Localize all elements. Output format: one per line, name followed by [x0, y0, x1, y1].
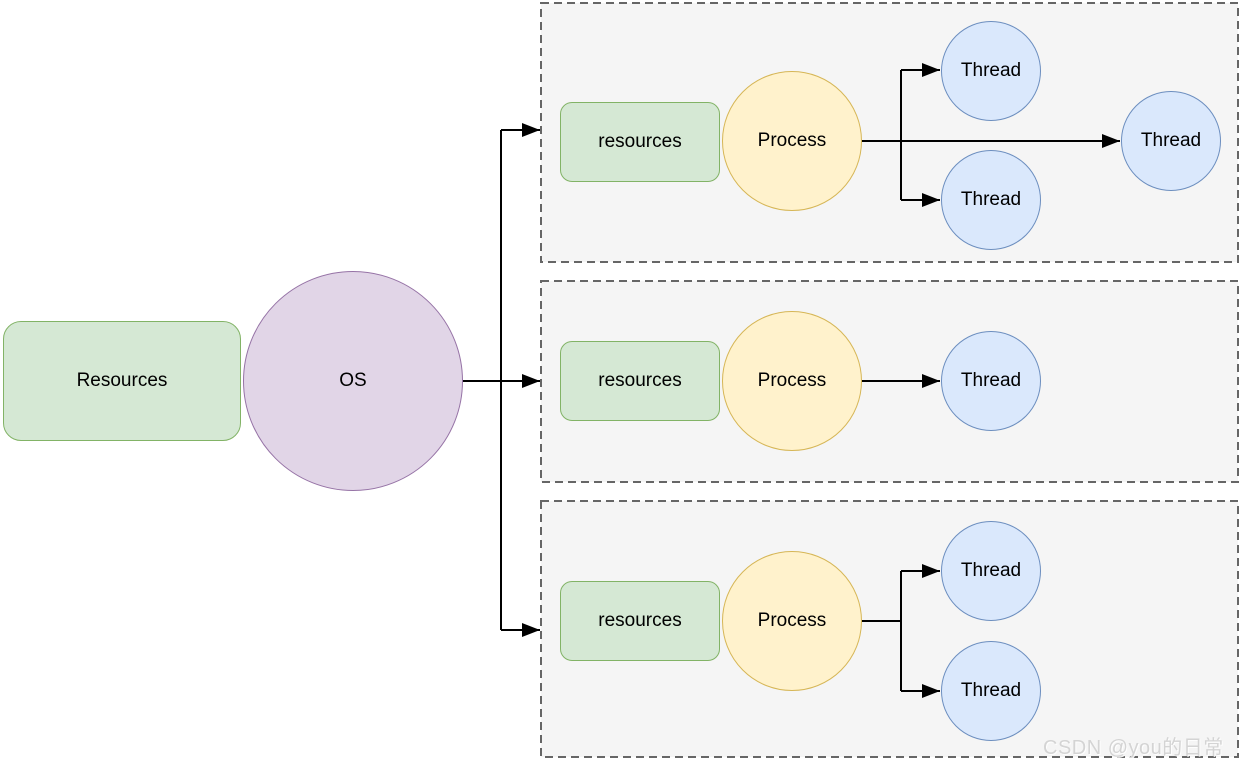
group3-resources-label: resources [598, 610, 682, 631]
group2-process-node: Process [722, 311, 862, 451]
group3-resources-node: resources [560, 581, 720, 661]
group1-thread-node-3: Thread [1121, 91, 1221, 191]
group2-resources-node: resources [560, 341, 720, 421]
group2-resources-label: resources [598, 370, 682, 391]
group3-thread-node-1: Thread [941, 521, 1041, 621]
group1-thread-node-1: Thread [941, 21, 1041, 121]
group3-process-node: Process [722, 551, 862, 691]
process-group-box-3 [540, 500, 1239, 758]
group1-resources-node: resources [560, 102, 720, 182]
group3-thread-label-2: Thread [960, 680, 1022, 701]
group2-process-label: Process [757, 370, 827, 391]
group1-process-node: Process [722, 71, 862, 211]
csdn-watermark: CSDN @you的日常 [1043, 737, 1224, 759]
group3-process-label: Process [757, 610, 827, 631]
group1-resources-label: resources [598, 131, 682, 152]
group1-process-label: Process [757, 130, 827, 151]
os-label: OS [339, 370, 367, 391]
group2-thread-label-1: Thread [960, 370, 1022, 391]
os-node: OS [243, 271, 463, 491]
resources-label: Resources [76, 370, 168, 391]
group1-thread-label-3: Thread [1140, 130, 1202, 151]
group3-thread-label-1: Thread [960, 560, 1022, 581]
group2-thread-node-1: Thread [941, 331, 1041, 431]
resources-node: Resources [3, 321, 241, 441]
group1-thread-node-2: Thread [941, 150, 1041, 250]
group1-thread-label-1: Thread [960, 60, 1022, 81]
group3-thread-node-2: Thread [941, 641, 1041, 741]
group1-thread-label-2: Thread [960, 189, 1022, 210]
